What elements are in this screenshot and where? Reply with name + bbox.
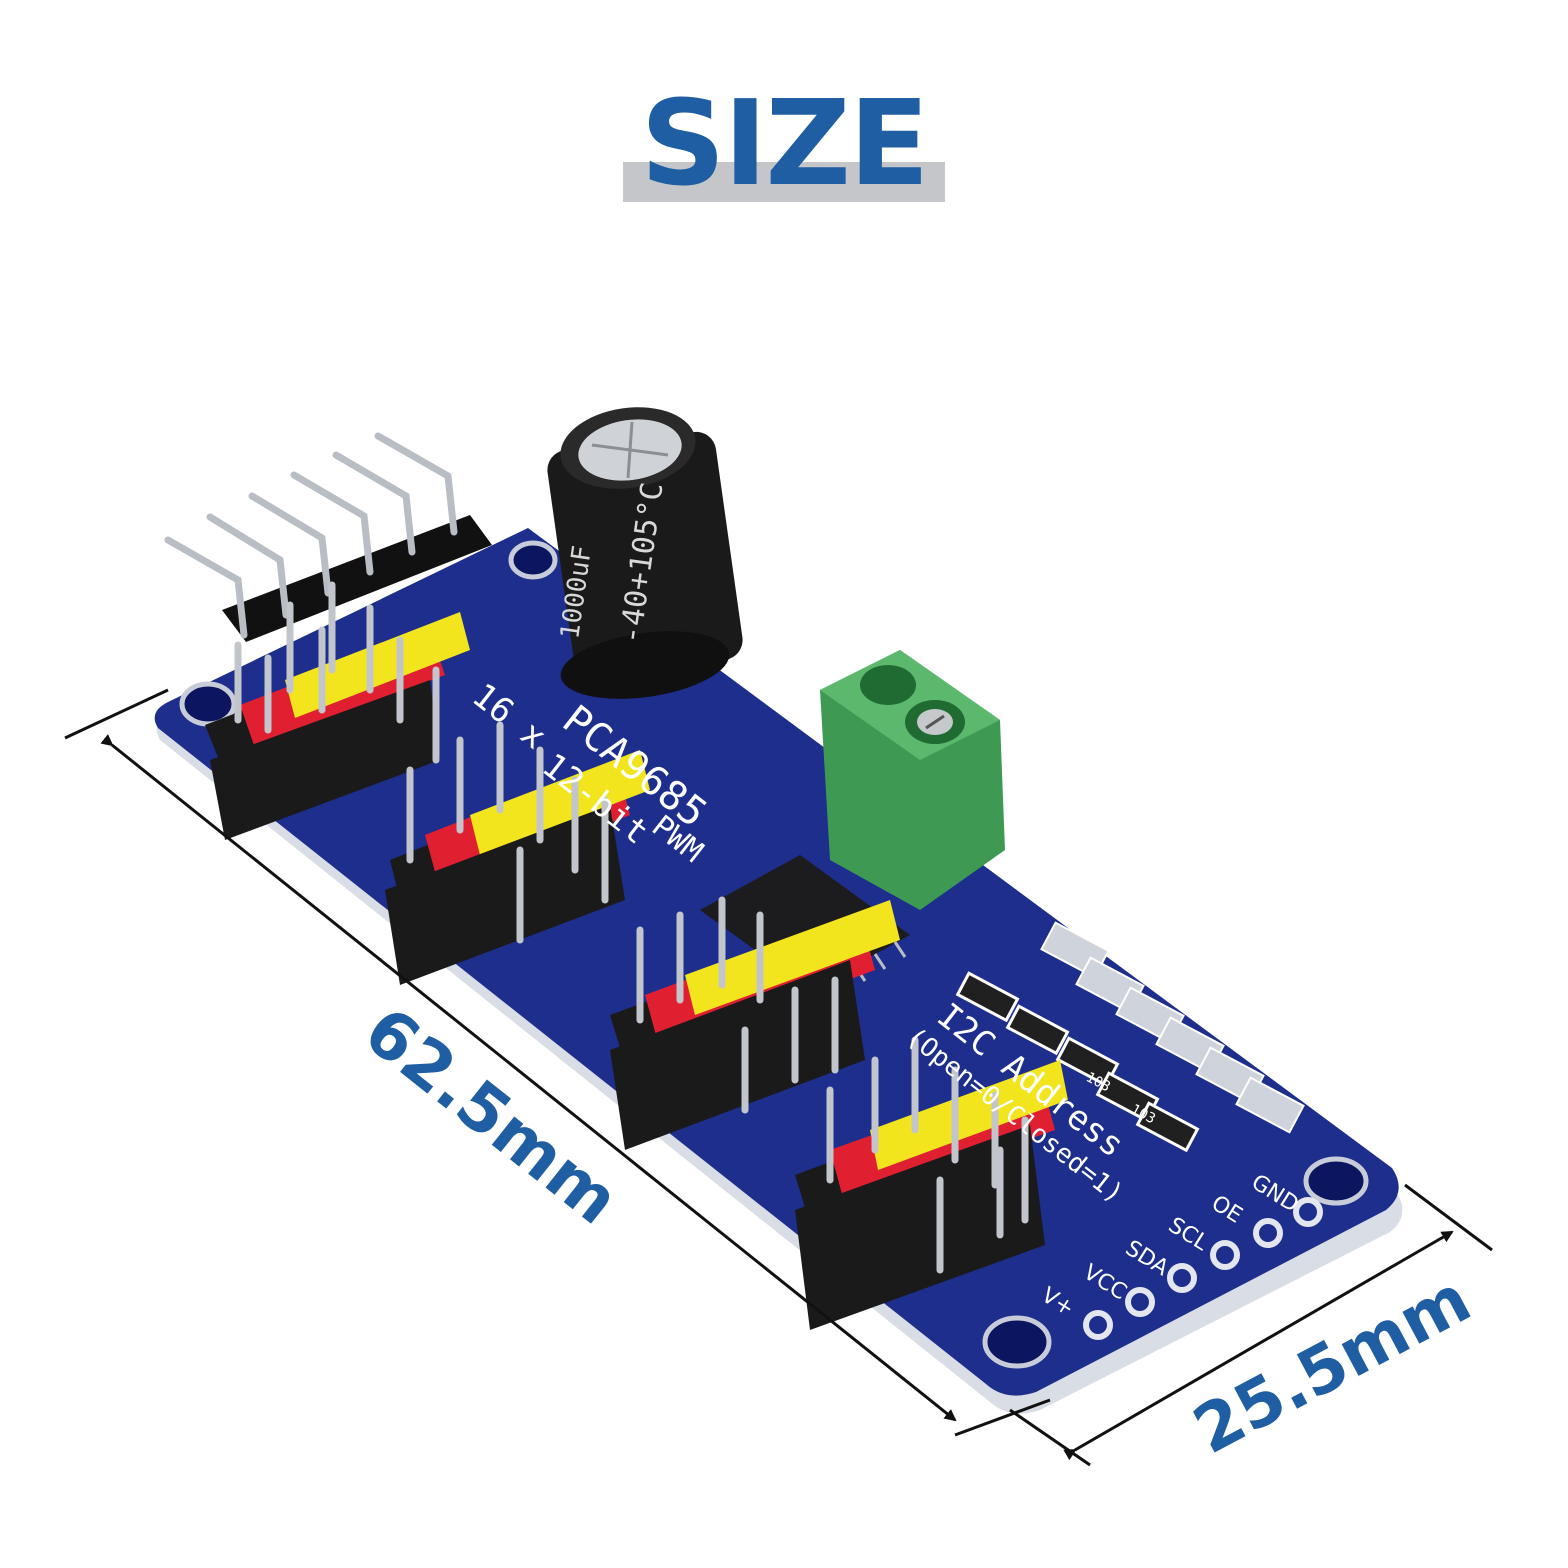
address-solder-pads bbox=[1040, 921, 1305, 1134]
width-extension-line-right bbox=[1404, 1183, 1493, 1252]
mounting-holes bbox=[179, 540, 1369, 1369]
smd-resistors bbox=[955, 971, 1200, 1153]
width-extension-line-bottom bbox=[1009, 1408, 1091, 1467]
electrolytic-capacitor bbox=[547, 407, 743, 699]
page-title: SIZE bbox=[640, 74, 929, 212]
title-underline-bar bbox=[623, 162, 945, 202]
length-extension-line-bottom bbox=[954, 1398, 1051, 1437]
length-dimension-line bbox=[100, 734, 957, 1422]
title-block: SIZE bbox=[623, 82, 945, 204]
dimension-annotations bbox=[64, 688, 1493, 1467]
width-dimension-line bbox=[1063, 1230, 1454, 1461]
length-extension-line-top bbox=[64, 688, 169, 740]
